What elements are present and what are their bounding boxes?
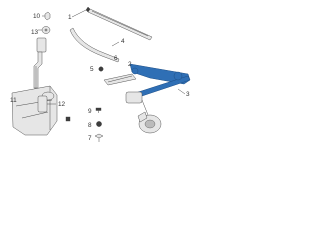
callout-7: 7	[88, 135, 92, 142]
callout-6: 6	[114, 55, 118, 62]
reservoir-hose-clip[interactable]	[65, 116, 71, 122]
callout-2: 2	[128, 61, 132, 68]
part-4-wiper-blade[interactable]	[69, 27, 120, 63]
callout-12: 12	[58, 101, 66, 108]
wiper-washer-parts-diagram: 10 13 11 12 1 4 6	[10, 6, 191, 142]
callout-4: 4	[121, 38, 125, 45]
part-7-screw[interactable]	[94, 133, 104, 142]
part-11-washer-reservoir[interactable]	[11, 85, 58, 136]
part-8-grommet[interactable]	[96, 121, 102, 127]
callout-13: 13	[31, 29, 39, 36]
callout-1: 1	[68, 14, 72, 21]
callout-10: 10	[33, 13, 41, 20]
part-10-clip[interactable]	[42, 11, 51, 21]
callout-9: 9	[88, 108, 92, 115]
callout-3: 3	[186, 91, 190, 98]
part-6-wiper-arm[interactable]	[103, 73, 137, 86]
callout-8: 8	[88, 122, 92, 129]
part-12-washer-pump[interactable]	[37, 95, 56, 113]
reservoir-filler-neck[interactable]	[33, 37, 47, 90]
part-1-wiper-blade[interactable]	[85, 6, 153, 41]
part-5-nut[interactable]	[98, 66, 104, 72]
part-9-bolt[interactable]	[95, 107, 102, 113]
part-13-reservoir-cap[interactable]	[38, 26, 51, 34]
callout-5: 5	[90, 66, 94, 73]
callout-11: 11	[10, 97, 17, 104]
part-3-wiper-motor[interactable]	[125, 91, 162, 134]
